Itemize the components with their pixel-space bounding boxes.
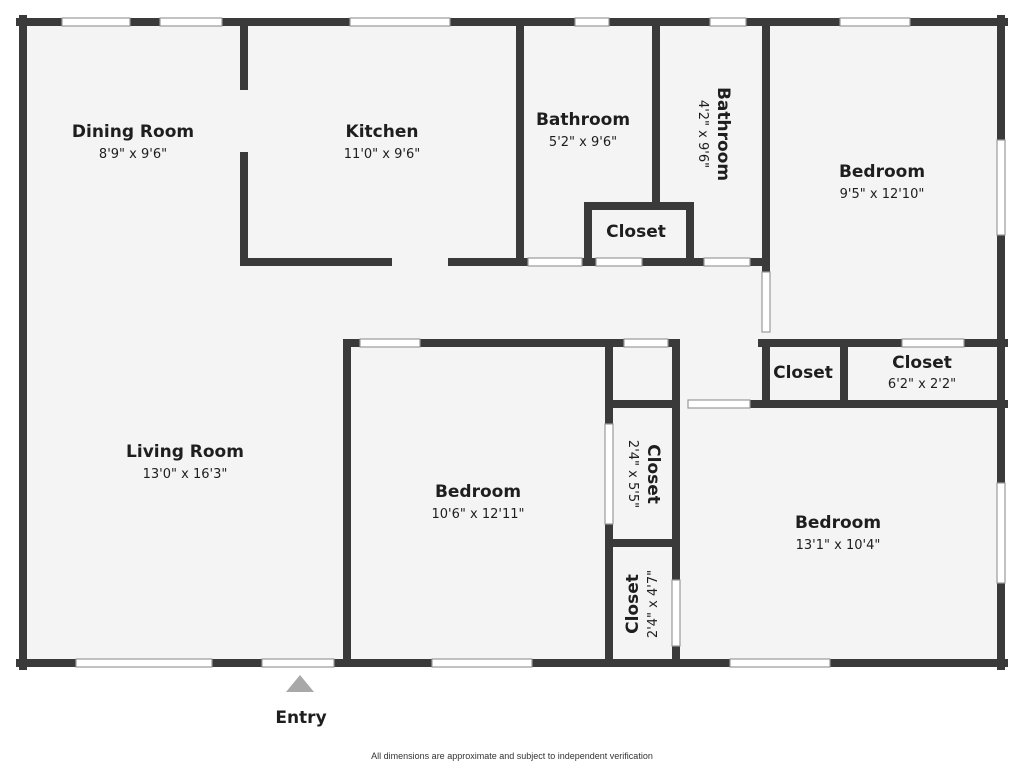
room-closet-4: Closet 2'4" x 5'5"	[625, 440, 663, 508]
room-closet-bath: Closet	[606, 222, 666, 242]
room-bedroom-3: Bedroom 13'1" x 10'4"	[795, 513, 881, 553]
room-dimensions: 4'2" x 9'6"	[695, 100, 710, 168]
room-dimensions: 2'4" x 5'5"	[625, 440, 640, 508]
room-closet-3: Closet 6'2" x 2'2"	[888, 353, 956, 392]
room-name: Dining Room	[72, 122, 194, 142]
room-name: Closet	[623, 574, 643, 634]
room-name: Bedroom	[839, 162, 925, 182]
room-name: Closet	[606, 222, 666, 242]
entry-arrow-icon	[286, 675, 314, 692]
room-name: Closet	[892, 353, 952, 373]
room-name: Kitchen	[346, 122, 419, 142]
room-dimensions: 5'2" x 9'6"	[549, 135, 617, 150]
room-name: Living Room	[126, 442, 244, 462]
room-name: Bedroom	[435, 482, 521, 502]
room-dimensions: 6'2" x 2'2"	[888, 377, 956, 392]
room-closet-hall: Closet	[773, 363, 833, 383]
room-closet-5: Closet 2'4" x 4'7"	[623, 570, 661, 638]
room-dimensions: 2'4" x 4'7"	[646, 570, 661, 638]
room-dimensions: 10'6" x 12'11"	[432, 507, 525, 522]
walls	[16, 15, 1008, 670]
room-dining-room: Dining Room 8'9" x 9'6"	[72, 122, 194, 162]
room-name: Closet	[643, 444, 663, 504]
room-dimensions: 13'0" x 16'3"	[143, 467, 228, 482]
room-name: Closet	[773, 363, 833, 383]
room-bathroom-2: Bathroom 4'2" x 9'6"	[695, 87, 733, 181]
disclaimer: All dimensions are approximate and subje…	[371, 751, 653, 761]
room-name: Bathroom	[713, 87, 733, 181]
room-dimensions: 8'9" x 9'6"	[99, 147, 167, 162]
room-kitchen: Kitchen 11'0" x 9'6"	[344, 122, 420, 162]
room-living-room: Living Room 13'0" x 16'3"	[126, 442, 244, 482]
room-name: Bedroom	[795, 513, 881, 533]
room-bedroom-2: Bedroom 10'6" x 12'11"	[432, 482, 525, 522]
room-name: Bathroom	[536, 110, 630, 130]
room-dimensions: 13'1" x 10'4"	[796, 538, 881, 553]
entry-label: Entry	[275, 708, 326, 728]
room-bedroom-1: Bedroom 9'5" x 12'10"	[839, 162, 925, 202]
room-dimensions: 11'0" x 9'6"	[344, 147, 420, 162]
room-dimensions: 9'5" x 12'10"	[840, 187, 925, 202]
room-bathroom-1: Bathroom 5'2" x 9'6"	[536, 110, 630, 150]
windows	[61, 17, 1006, 668]
